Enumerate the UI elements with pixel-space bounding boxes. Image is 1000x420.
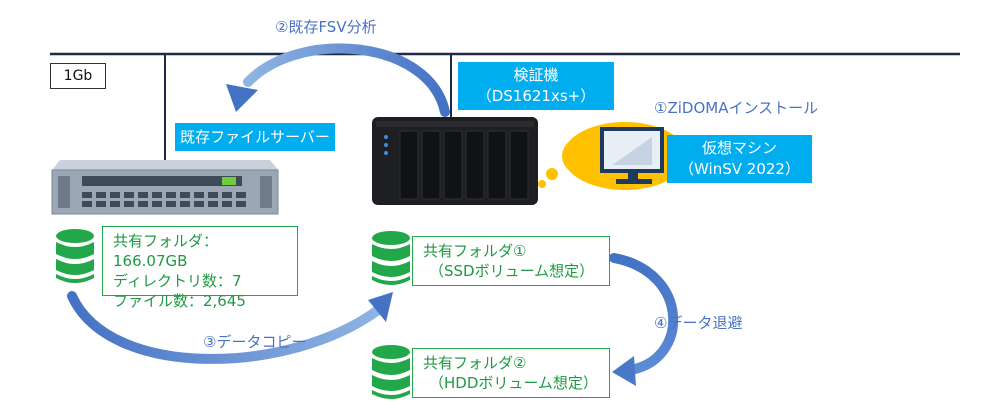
vm-os: （WinSV 2022） — [679, 160, 800, 178]
share2-box: 共有フォルダ② （HDDボリューム想定） — [412, 348, 610, 398]
rack-server-icon — [51, 160, 279, 215]
arrow-copy-head — [368, 292, 393, 322]
database-icon-legacy — [56, 229, 94, 283]
arrow-evacuate-head — [612, 356, 636, 386]
vm-label: 仮想マシン （WinSV 2022） — [667, 135, 812, 183]
legacy-share-details: 共有フォルダ：166.07GB ディレクトリ数：7 ファイル数：2,645 — [102, 226, 298, 310]
database-icon-share2 — [372, 345, 410, 399]
arrow-evacuate — [609, 253, 678, 375]
arrow-analysis — [243, 43, 450, 117]
test-machine-title: 検証機 — [513, 66, 559, 84]
legacy-share-size: 共有フォルダ：166.07GB — [113, 232, 219, 270]
arrow-analysis-head — [226, 84, 258, 112]
test-machine-label: 検証機 （DS1621xs+） — [458, 62, 614, 110]
legacy-server-label-text: 既存ファイルサーバー — [180, 127, 330, 146]
vm-title: 仮想マシン — [701, 139, 777, 157]
step-4-label: ④データ退避 — [654, 314, 743, 332]
step-1-label: ①ZiDOMAインストール — [654, 99, 819, 117]
share1-note: （SSDボリューム想定） — [429, 262, 595, 280]
monitor-icon — [600, 127, 664, 184]
nas-device-icon — [372, 117, 538, 205]
step-3-label: ③データコピー — [203, 333, 307, 351]
legacy-dir-count: ディレクトリ数：7 — [113, 272, 242, 290]
legacy-server-label: 既存ファイルサーバー — [175, 123, 335, 151]
share1-name: 共有フォルダ① — [423, 242, 527, 260]
step-2-label: ②既存FSV分析 — [275, 18, 377, 36]
arrow-copy — [67, 291, 383, 364]
database-icon-share1 — [372, 231, 410, 285]
share2-note: （HDDボリューム想定） — [429, 374, 598, 392]
legacy-file-count: ファイル数：2,645 — [113, 292, 246, 310]
network-speed-label: 1Gb — [50, 63, 106, 89]
share2-name: 共有フォルダ② — [423, 354, 527, 372]
test-machine-model: （DS1621xs+） — [476, 87, 596, 105]
share1-box: 共有フォルダ① （SSDボリューム想定） — [412, 236, 610, 286]
